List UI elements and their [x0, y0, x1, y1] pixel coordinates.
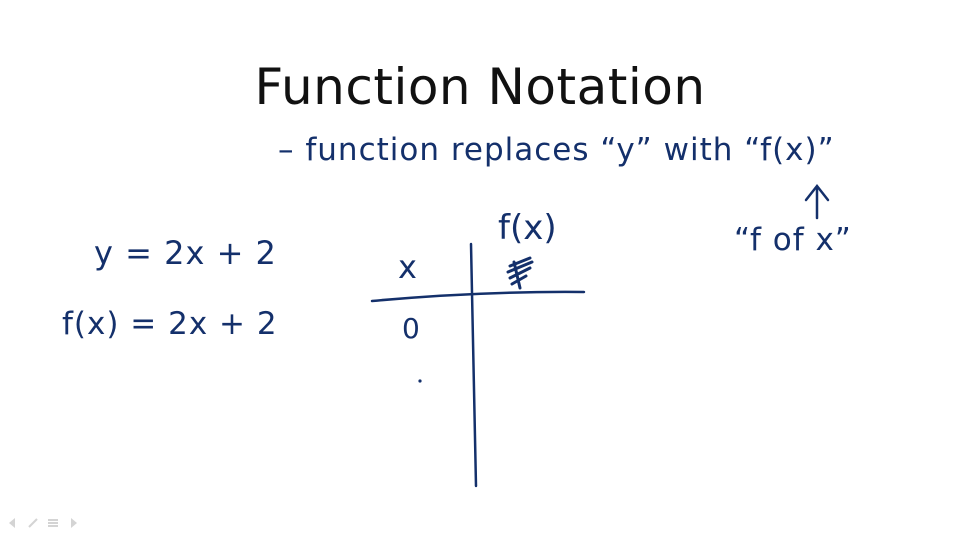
- table-header-fx: f(x): [498, 208, 557, 248]
- equation-y: y = 2x + 2: [94, 234, 277, 272]
- scribble-mark: [506, 256, 534, 290]
- table-horizontal-line: [370, 290, 586, 303]
- table-vertical-line: [469, 242, 478, 488]
- up-arrow-icon: [804, 183, 830, 220]
- player-controls: [6, 516, 80, 530]
- previous-icon[interactable]: [6, 516, 20, 530]
- ink-dot: [418, 379, 422, 383]
- slide-title: Function Notation: [254, 58, 706, 116]
- equation-fx: f(x) = 2x + 2: [62, 306, 278, 342]
- next-icon[interactable]: [66, 516, 80, 530]
- note-function-replaces-y: – function replaces “y” with “f(x)”: [278, 132, 835, 168]
- table-header-x: x: [398, 248, 417, 286]
- menu-icon[interactable]: [46, 516, 60, 530]
- pen-icon[interactable]: [26, 516, 40, 530]
- note-f-of-x: “f of x”: [734, 222, 852, 258]
- table-cell-x-0: 0: [402, 312, 420, 345]
